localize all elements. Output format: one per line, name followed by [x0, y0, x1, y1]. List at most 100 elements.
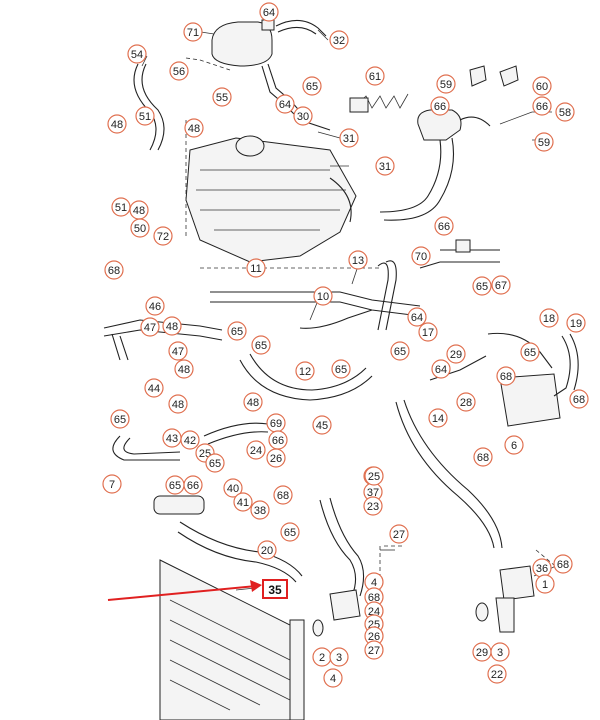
callout-23[interactable]: 23 [363, 496, 383, 516]
callout-14[interactable]: 14 [428, 408, 448, 428]
callout-43[interactable]: 43 [162, 428, 182, 448]
callout-58[interactable]: 58 [555, 102, 575, 122]
callout-48[interactable]: 48 [168, 394, 188, 414]
callout-51[interactable]: 51 [111, 197, 131, 217]
callout-68[interactable]: 68 [569, 389, 589, 409]
callout-18[interactable]: 18 [539, 308, 559, 328]
callout-11[interactable]: 11 [246, 258, 266, 278]
callout-48[interactable]: 48 [162, 316, 182, 336]
callout-ring [407, 307, 427, 327]
callout-2[interactable]: 2 [312, 647, 332, 667]
callout-68[interactable]: 68 [496, 366, 516, 386]
callout-28[interactable]: 28 [456, 392, 476, 412]
callout-65[interactable]: 65 [331, 359, 351, 379]
callout-24[interactable]: 24 [246, 440, 266, 460]
callout-70[interactable]: 70 [411, 246, 431, 266]
callout-51[interactable]: 51 [135, 106, 155, 126]
callout-31[interactable]: 31 [375, 156, 395, 176]
callout-44[interactable]: 44 [144, 378, 164, 398]
callout-66[interactable]: 66 [532, 96, 552, 116]
callout-48[interactable]: 48 [129, 200, 149, 220]
callout-64[interactable]: 64 [259, 2, 279, 22]
callout-26[interactable]: 26 [266, 448, 286, 468]
callout-59[interactable]: 59 [534, 132, 554, 152]
callout-27[interactable]: 27 [364, 640, 384, 660]
callout-66[interactable]: 66 [268, 430, 288, 450]
callout-45[interactable]: 45 [312, 415, 332, 435]
callout-ring [184, 118, 204, 138]
callout-3[interactable]: 3 [329, 647, 349, 667]
callout-55[interactable]: 55 [212, 87, 232, 107]
callout-65[interactable]: 65 [390, 341, 410, 361]
callout-38[interactable]: 38 [250, 500, 270, 520]
callout-26[interactable]: 26 [364, 626, 384, 646]
callout-66[interactable]: 66 [183, 475, 203, 495]
callout-10[interactable]: 10 [313, 286, 333, 306]
callout-64[interactable]: 64 [407, 307, 427, 327]
callout-41[interactable]: 41 [233, 492, 253, 512]
callout-65[interactable]: 65 [165, 475, 185, 495]
callout-label: 44 [148, 383, 160, 395]
callout-22[interactable]: 22 [487, 664, 507, 684]
callout-1[interactable]: 1 [535, 574, 555, 594]
callout-13[interactable]: 13 [348, 250, 368, 270]
callout-25[interactable]: 25 [364, 466, 384, 486]
callout-68[interactable]: 68 [273, 485, 293, 505]
callout-47[interactable]: 47 [140, 317, 160, 337]
callout-12[interactable]: 12 [295, 361, 315, 381]
callout-65[interactable]: 65 [520, 342, 540, 362]
callout-72[interactable]: 72 [153, 226, 173, 246]
hose-right-branch [377, 262, 389, 331]
callout-65[interactable]: 65 [472, 276, 492, 296]
callout-48[interactable]: 48 [184, 118, 204, 138]
callout-ring [490, 642, 510, 662]
callout-68[interactable]: 68 [104, 260, 124, 280]
callout-64[interactable]: 64 [275, 94, 295, 114]
callout-59[interactable]: 59 [436, 74, 456, 94]
callout-20[interactable]: 20 [257, 540, 277, 560]
callout-65[interactable]: 65 [302, 76, 322, 96]
callout-65[interactable]: 65 [280, 522, 300, 542]
callout-68[interactable]: 68 [473, 447, 493, 467]
callout-68[interactable]: 68 [364, 587, 384, 607]
callout-label: 2 [319, 652, 325, 664]
callout-48[interactable]: 48 [107, 114, 127, 134]
callout-3[interactable]: 3 [490, 642, 510, 662]
callout-29[interactable]: 29 [446, 344, 466, 364]
callout-label: 6 [511, 440, 517, 452]
callout-60[interactable]: 60 [532, 76, 552, 96]
callout-65[interactable]: 65 [227, 321, 247, 341]
callout-71[interactable]: 71 [183, 22, 203, 42]
callout-27[interactable]: 27 [389, 524, 409, 544]
callout-64[interactable]: 64 [431, 359, 451, 379]
callout-65[interactable]: 65 [205, 453, 225, 473]
callout-46[interactable]: 46 [145, 296, 165, 316]
callout-42[interactable]: 42 [180, 430, 200, 450]
callout-66[interactable]: 66 [434, 216, 454, 236]
callout-17[interactable]: 17 [418, 322, 438, 342]
callout-29[interactable]: 29 [472, 642, 492, 662]
callout-50[interactable]: 50 [130, 218, 150, 238]
callout-65[interactable]: 65 [251, 335, 271, 355]
callout-61[interactable]: 61 [365, 66, 385, 86]
callout-4[interactable]: 4 [323, 668, 343, 688]
callout-48[interactable]: 48 [174, 359, 194, 379]
callout-56[interactable]: 56 [169, 61, 189, 81]
callout-69[interactable]: 69 [266, 413, 286, 433]
callout-31[interactable]: 31 [339, 128, 359, 148]
callout-65[interactable]: 65 [110, 409, 130, 429]
callout-66[interactable]: 66 [430, 96, 450, 116]
callout-32[interactable]: 32 [329, 30, 349, 50]
callout-6[interactable]: 6 [504, 435, 524, 455]
callout-7[interactable]: 7 [102, 474, 122, 494]
callout-68[interactable]: 68 [553, 554, 573, 574]
callout-67[interactable]: 67 [491, 275, 511, 295]
callout-40[interactable]: 40 [223, 478, 243, 498]
callout-36[interactable]: 36 [532, 558, 552, 578]
callout-54[interactable]: 54 [127, 44, 147, 64]
callout-48[interactable]: 48 [243, 392, 263, 412]
callout-47[interactable]: 47 [168, 341, 188, 361]
callout-30[interactable]: 30 [293, 106, 313, 126]
callout-19[interactable]: 19 [566, 313, 586, 333]
highlight-callout-35[interactable]: 35 [262, 579, 288, 599]
